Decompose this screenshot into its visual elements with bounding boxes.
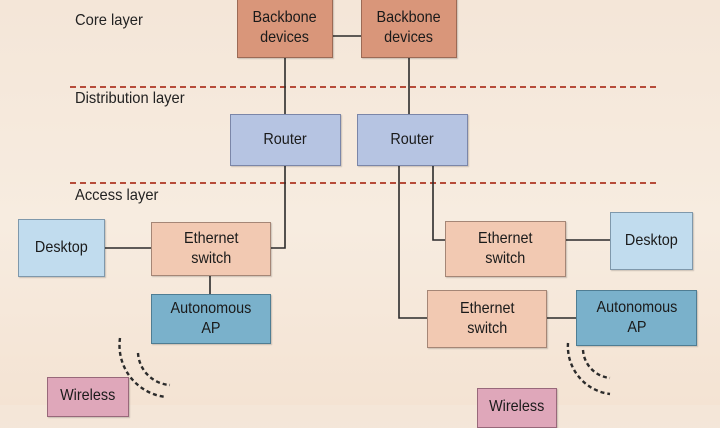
network-layer-diagram: Core layer Distribution layer Access lay… xyxy=(18,0,697,428)
router-right: Router xyxy=(357,114,468,166)
ethernet-switch-right-bottom: Ethernet switch xyxy=(427,290,547,348)
wireless-signal-right-outer xyxy=(566,342,611,396)
router-left-switch-left-link xyxy=(271,166,286,249)
autonomous-ap-left: Autonomous AP xyxy=(151,294,271,344)
core-layer-label: Core layer xyxy=(75,12,143,29)
wireless-signal-left-inner xyxy=(136,352,171,387)
distribution-layer-label: Distribution layer xyxy=(75,90,185,107)
desktop-right: Desktop xyxy=(610,212,693,270)
core-distribution-divider xyxy=(70,86,656,88)
ethernet-switch-left: Ethernet switch xyxy=(151,222,271,276)
router-right-switch-right-bottom-link xyxy=(398,166,427,319)
wireless-signal-left-outer xyxy=(118,337,167,399)
connection-lines xyxy=(105,35,611,399)
wireless-client-left: Wireless xyxy=(47,377,129,417)
access-layer-label: Access layer xyxy=(75,187,159,204)
backbone-devices-right: Backbone devices xyxy=(361,0,457,58)
backbone-devices-left: Backbone devices xyxy=(237,0,333,58)
desktop-left: Desktop xyxy=(18,219,105,277)
wireless-client-right: Wireless xyxy=(477,388,557,428)
wireless-signal-right-inner xyxy=(581,349,611,380)
distribution-access-divider xyxy=(70,182,656,184)
router-left: Router xyxy=(230,114,341,166)
router-right-switch-right-top-link xyxy=(432,166,445,241)
autonomous-ap-right: Autonomous AP xyxy=(576,290,697,346)
ethernet-switch-right-top: Ethernet switch xyxy=(445,221,566,277)
